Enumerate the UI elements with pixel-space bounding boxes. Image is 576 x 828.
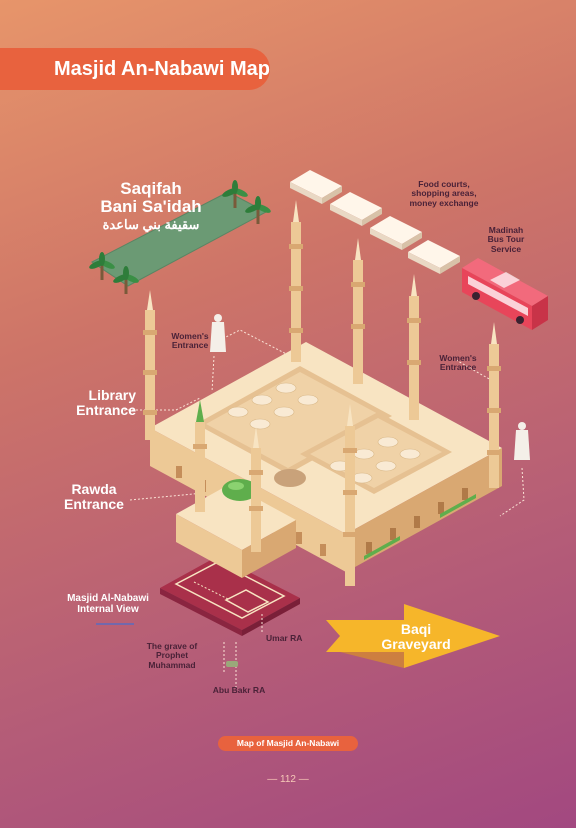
grave-label-line2: Prophet — [155, 650, 189, 661]
minaret — [351, 238, 365, 384]
grave-label: The grave of Prophet Muhammad — [134, 641, 210, 670]
minaret — [193, 400, 207, 512]
food-label-line2: shopping areas, — [411, 188, 477, 199]
womens-right-line1: Women's — [439, 353, 477, 363]
womens-left-line2: Entrance — [171, 340, 209, 351]
saqifah-garden — [89, 180, 271, 294]
library-entrance-label: Library Entrance — [52, 388, 136, 417]
baqi-graveyard-label: Baqi Graveyard — [366, 622, 466, 651]
abu-bakr-label: Abu Bakr RA — [212, 685, 266, 695]
palm-tree-icon — [89, 252, 115, 280]
baqi-arrow — [326, 604, 500, 668]
palm-tree-icon — [222, 180, 248, 208]
grave-label-line3: Muhammad — [148, 659, 196, 670]
minaret — [249, 426, 263, 552]
womens-left-line1: Women's — [171, 331, 209, 341]
minaret — [343, 404, 357, 586]
minaret — [143, 290, 157, 440]
womens-entrance-right-label: Women's Entrance — [428, 353, 488, 373]
rawda-label-line1: Rawda — [71, 481, 117, 497]
food-court-blocks — [290, 170, 460, 274]
page-title: Masjid An-Nabawi Map — [0, 48, 270, 90]
food-label-line3: money exchange — [409, 197, 479, 208]
minaret — [289, 200, 303, 362]
rawda-label-line2: Entrance — [64, 495, 124, 512]
palm-tree-icon — [245, 196, 271, 224]
bus-label-line1: Madinah — [488, 225, 524, 235]
minarets — [143, 200, 501, 586]
mosque-building — [150, 342, 502, 578]
rawda-entrance-label: Rawda Entrance — [52, 482, 136, 511]
grave-label-line1: The grave of — [146, 641, 198, 651]
bus-label-line2: Bus Tour — [487, 234, 525, 245]
baqi-label-line1: Baqi — [400, 621, 432, 637]
saqifah-label-arabic: سقيفة بني ساعدة — [102, 216, 200, 232]
palm-tree-icon — [113, 266, 139, 294]
internal-view-label: Masjid Al-Nabawi Internal View — [56, 593, 160, 615]
internal-label-line1: Masjid Al-Nabawi — [67, 593, 149, 604]
saqifah-label: Saqifah Bani Sa'idah سقيفة بني ساعدة — [96, 180, 206, 231]
umar-label: Umar RA — [266, 633, 303, 643]
minaret — [487, 322, 501, 488]
internal-view-plan — [160, 556, 300, 636]
womens-entrance-left-label: Women's Entrance — [158, 331, 222, 351]
saqifah-label-line1: Saqifah — [120, 179, 182, 198]
leader-lines — [96, 329, 525, 688]
bus-label-line3: Service — [490, 243, 522, 254]
baqi-label-line2: Graveyard — [381, 635, 451, 652]
library-label-line2: Entrance — [76, 401, 136, 418]
woman-figure-icon — [210, 314, 226, 352]
food-label-line1: Food courts, — [418, 179, 470, 189]
map-caption: Map of Masjid An-Nabawi — [218, 736, 358, 751]
grave-icon — [226, 661, 238, 667]
internal-label-line2: Internal View — [77, 603, 139, 615]
minaret — [407, 274, 421, 420]
bus-tour-label: Madinah Bus Tour Service — [470, 225, 542, 254]
saqifah-label-line2: Bani Sa'idah — [100, 196, 202, 216]
woman-figure-icon — [514, 422, 530, 460]
page-number: — 112 — — [267, 774, 309, 785]
food-courts-label: Food courts, shopping areas, money excha… — [394, 179, 494, 208]
womens-right-line2: Entrance — [439, 362, 477, 373]
library-label-line1: Library — [88, 387, 136, 403]
bus-icon — [462, 258, 548, 330]
